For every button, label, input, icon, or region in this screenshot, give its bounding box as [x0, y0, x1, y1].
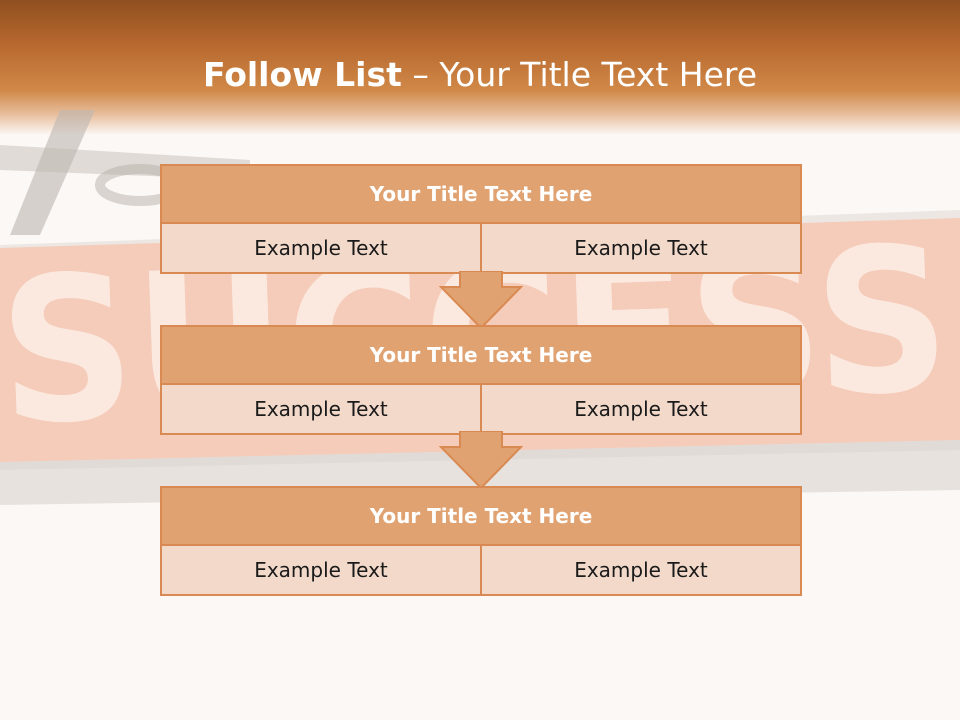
block-left-text: Example Text — [254, 558, 388, 582]
title-strong: Follow List — [202, 55, 402, 94]
list-block-1: Your Title Text Here Example Text Exampl… — [160, 164, 802, 274]
block-title: Your Title Text Here — [162, 327, 800, 385]
block-right-text: Example Text — [480, 546, 800, 594]
block-title: Your Title Text Here — [162, 166, 800, 224]
title-rest: – Your Title Text Here — [401, 55, 758, 94]
block-left-text: Example Text — [254, 397, 388, 421]
slide-title: Follow List – Your Title Text Here — [0, 52, 960, 98]
list-block-2: Your Title Text Here Example Text Exampl… — [160, 325, 802, 435]
title-bar — [0, 0, 960, 135]
block-right-text: Example Text — [480, 224, 800, 272]
block-left-text: Example Text — [254, 236, 388, 260]
block-right-text: Example Text — [480, 385, 800, 433]
down-arrow-icon — [439, 431, 523, 489]
list-block-3: Your Title Text Here Example Text Exampl… — [160, 486, 802, 596]
block-title: Your Title Text Here — [162, 488, 800, 546]
down-arrow-icon — [439, 271, 523, 329]
